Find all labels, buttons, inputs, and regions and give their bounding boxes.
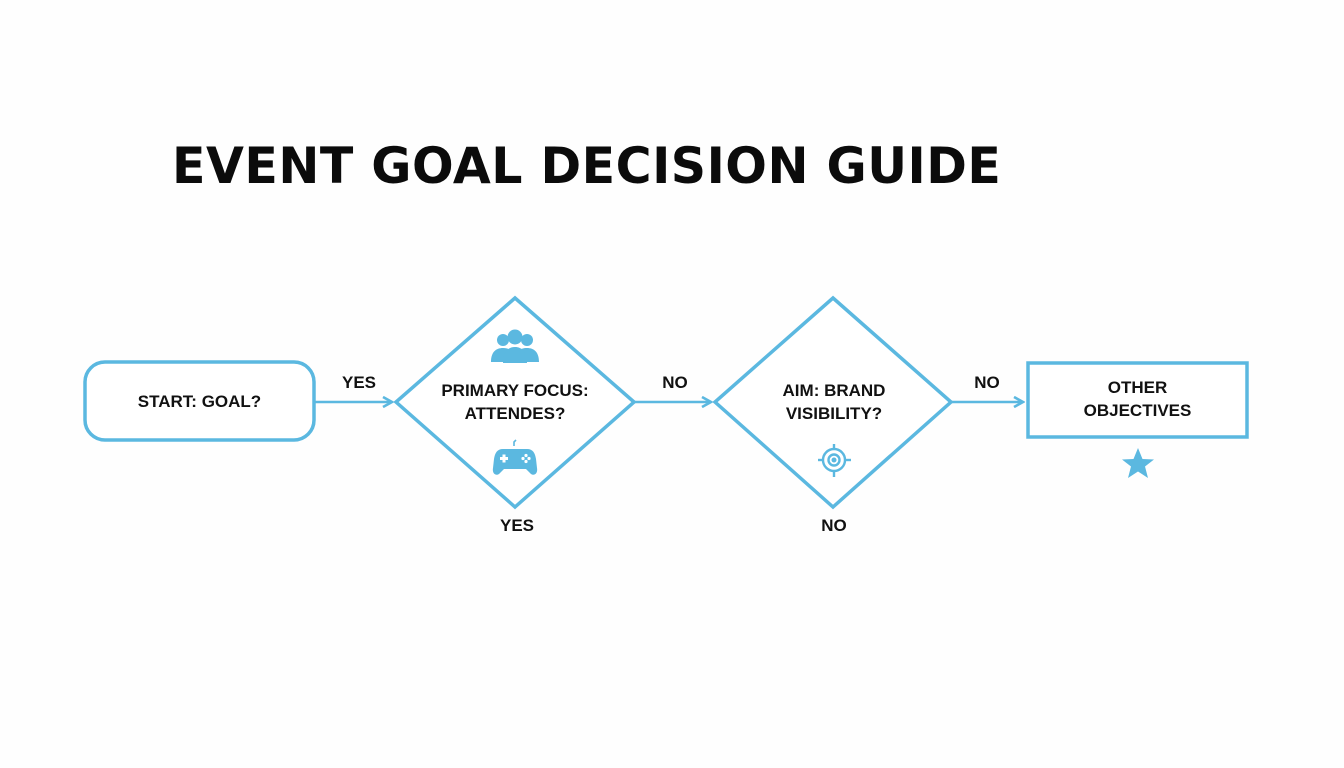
star-icon <box>1122 448 1154 478</box>
edge-label-yes-start: YES <box>341 373 377 392</box>
branch-label-decision2-no: NO <box>821 516 847 535</box>
target-icon <box>818 444 851 477</box>
decision2-line1: AIM: BRAND <box>782 381 886 400</box>
page-title: EVENT GOAL DECISION GUIDE <box>172 137 1002 195</box>
decision2-line2: VISIBILITY? <box>785 404 883 423</box>
edge-label-no-decision2: NO <box>974 373 1000 392</box>
end-line2: OBJECTIVES <box>1083 401 1192 420</box>
decision2-node-shape <box>712 295 954 510</box>
decision1-line1: PRIMARY FOCUS: <box>441 381 589 400</box>
game-controller-icon <box>492 439 538 475</box>
edge-label-no-decision1: NO <box>662 373 688 392</box>
decision1-line2: ATTENDES? <box>464 404 566 423</box>
decision1-node-shape <box>393 295 637 510</box>
decision1-node[interactable]: PRIMARY FOCUS: ATTENDES? <box>415 378 615 426</box>
branch-label-decision1-yes: YES <box>499 516 535 535</box>
end-node[interactable]: OTHER OBJECTIVES <box>1028 375 1247 423</box>
people-group-icon <box>491 329 539 363</box>
end-line1: OTHER <box>1107 378 1168 397</box>
start-node-shape <box>83 360 316 442</box>
end-node-shape <box>1026 361 1249 439</box>
start-node[interactable]: START: GOAL? <box>85 362 314 440</box>
decision2-node[interactable]: AIM: BRAND VISIBILITY? <box>744 378 924 426</box>
start-node-label: START: GOAL? <box>137 391 262 411</box>
